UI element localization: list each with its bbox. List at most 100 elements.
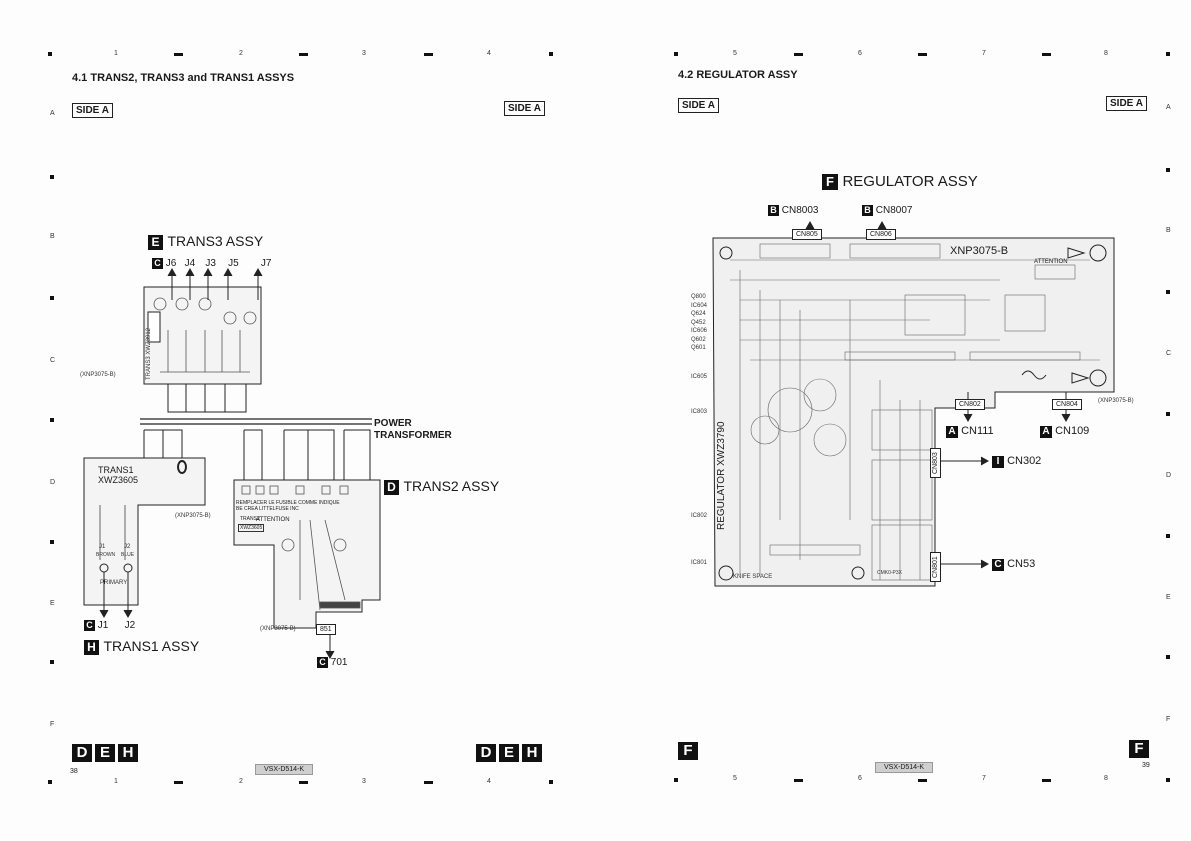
registration-mark (48, 52, 52, 56)
connector-label: CN8003 (781, 205, 819, 216)
cmk-label: CMK0-P3X (877, 570, 903, 576)
wire-color-brown: BROWN (96, 552, 116, 558)
jack-label: J5 (228, 258, 239, 269)
connector-cn805: CN805 (792, 229, 822, 240)
trans2-board-code: XWZ3605 (238, 524, 265, 532)
jack-label: J6 (165, 258, 177, 269)
registration-mark (674, 778, 678, 782)
regulator-vertical-label: REGULATOR XWZ3790 (716, 421, 727, 530)
registration-mark (299, 53, 308, 56)
trans1-j2: J2 (124, 544, 131, 550)
footer-badge: H (522, 744, 542, 762)
grid-row-e: E (1166, 594, 1171, 601)
connector-label: CN302 (1007, 455, 1042, 467)
connector-badge: C (992, 559, 1004, 571)
side-a-label: SIDE A (1106, 96, 1147, 111)
side-a-label: SIDE A (678, 98, 719, 113)
grid-col-2: 2 (239, 778, 243, 785)
trans3-board (143, 286, 262, 385)
grid-col-3: 3 (362, 778, 366, 785)
grid-col-7: 7 (982, 775, 986, 782)
component-label: Q602 (691, 336, 706, 343)
grid-row-d: D (1166, 472, 1172, 479)
section-badge: F (822, 174, 838, 190)
footer-badge: D (476, 744, 496, 762)
registration-mark (1166, 168, 1170, 172)
trans3-heading: E TRANS3 ASSY (148, 233, 263, 251)
connector-badge: A (946, 426, 958, 438)
registration-mark (1166, 778, 1170, 782)
registration-mark (794, 779, 803, 782)
registration-mark (424, 53, 433, 56)
connector-cn111: A CN111 (946, 425, 994, 438)
grid-row-f: F (1166, 716, 1171, 723)
connector-cn8003: B CN8003 (768, 205, 818, 216)
registration-mark (549, 780, 553, 784)
registration-mark (549, 52, 553, 56)
connector-cn803: CN803 (930, 448, 941, 478)
component-label: IC606 (691, 328, 708, 334)
connector-851: 851 (316, 624, 336, 635)
registration-mark (1166, 290, 1170, 294)
grid-col-6: 6 (858, 50, 862, 57)
trans2-ref: (XNP3075-B) (260, 626, 296, 632)
footer-badge: E (499, 744, 519, 762)
connector-cn804: CN804 (1052, 399, 1082, 410)
section-badge: H (84, 640, 99, 655)
trans2-heading: D TRANS2 ASSY (384, 478, 499, 496)
registration-mark (50, 540, 54, 544)
grid-col-1: 1 (114, 50, 118, 57)
registration-mark (299, 781, 308, 784)
trans1-board-label: TRANS1 XWZ3605 (98, 465, 139, 485)
connector-cn302: I CN302 (992, 455, 1041, 468)
grid-col-4: 4 (487, 50, 491, 57)
wire-color-blue: BLUE (121, 552, 135, 558)
grid-row-c: C (50, 357, 56, 364)
grid-row-e: E (50, 600, 55, 607)
connector-badge: B (862, 205, 873, 216)
registration-mark (1166, 534, 1170, 538)
jack-badge: C (152, 258, 163, 269)
component-label: Q452 (691, 319, 706, 326)
trans3-jack-arrows (167, 267, 263, 300)
trans2-output-row: C 701 (317, 657, 347, 668)
connector-label: CN53 (1007, 558, 1036, 570)
jack-label: J1 (97, 620, 109, 631)
side-a-label: SIDE A (504, 101, 545, 116)
registration-mark (1042, 53, 1051, 56)
grid-col-7: 7 (982, 50, 986, 57)
grid-col-4: 4 (487, 778, 491, 785)
grid-col-6: 6 (858, 775, 862, 782)
footer-badge-right-right: F (1129, 740, 1152, 758)
regulator-heading: F REGULATOR ASSY (822, 173, 978, 191)
fuse-warning-text: REMPLACER LE FUSIBLE COMME INDIQUE BE CR… (236, 500, 340, 512)
registration-mark (1042, 779, 1051, 782)
regulator-board-code: XNP3075-B (950, 245, 1009, 257)
connector-label: 701 (330, 657, 348, 668)
jack-badge: C (84, 620, 95, 631)
connector-cn109: A CN109 (1040, 425, 1089, 438)
component-label: Q624 (691, 311, 706, 317)
power-transformer-label: POWER TRANSFORMER (374, 418, 452, 441)
grid-col-5: 5 (733, 775, 737, 782)
connector-badge: I (992, 456, 1004, 468)
page-title-left: 4.1 TRANS2, TRANS3 and TRANS1 ASSYS (72, 72, 295, 84)
grid-col-8: 8 (1104, 50, 1108, 57)
component-label: IC801 (691, 560, 708, 566)
registration-mark (674, 52, 678, 56)
footer-badge: F (678, 742, 698, 760)
grid-row-a: A (50, 110, 55, 117)
registration-mark (48, 780, 52, 784)
registration-mark (174, 781, 183, 784)
knife-space-label: KNIFE SPACE (733, 574, 773, 580)
page-number-right: 39 (1142, 762, 1150, 769)
component-label: IC604 (691, 302, 708, 309)
component-label: Q800 (691, 294, 706, 300)
model-number: VSX-D514-K (875, 762, 934, 773)
connector-label: CN8007 (875, 205, 913, 216)
registration-mark (50, 175, 54, 179)
trans1-board (83, 457, 206, 606)
model-number: VSX-D514-K (255, 764, 314, 775)
